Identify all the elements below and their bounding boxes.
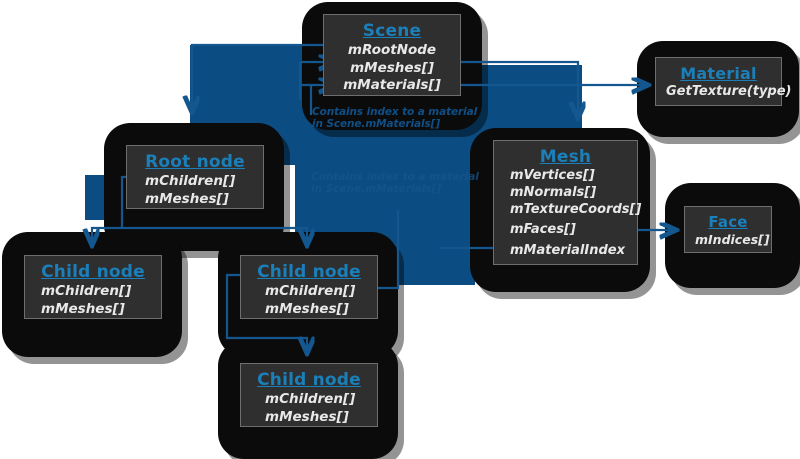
node-mesh-field-2: mTextureCoords[] <box>510 202 642 218</box>
node-child-middle-field-1: mMeshes[] <box>265 300 349 317</box>
node-material-title: Material <box>680 64 757 83</box>
node-root-node[interactable]: Root node mChildren[] mMeshes[] <box>126 145 264 209</box>
node-face-title: Face <box>708 213 748 231</box>
material-index-note: Contains index to a material in Scene.mM… <box>312 106 478 130</box>
node-mesh-title: Mesh <box>539 147 592 167</box>
wire-rootnode-children-bus-right <box>122 226 307 245</box>
node-child-left[interactable]: Child node mChildren[] mMeshes[] <box>24 255 162 319</box>
node-material[interactable]: Material GetTexture(type) <box>655 57 792 106</box>
node-root-node-field-0: mChildren[] <box>145 173 236 190</box>
node-scene-field-0: mRootNode <box>347 42 437 59</box>
node-material-field-0: GetTexture(type) <box>666 84 792 99</box>
node-mesh[interactable]: Mesh mVertices[] mNormals[] mTextureCoor… <box>493 140 642 265</box>
node-child-left-field-0: mChildren[] <box>41 283 132 300</box>
wire-scene-mmeshes-to-mesh <box>445 60 578 118</box>
node-mesh-field-4: mMaterialIndex <box>510 242 625 258</box>
node-child-middle-title: Child node <box>257 262 361 282</box>
node-scene-field-1: mMeshes[] <box>350 59 434 76</box>
node-child-middle[interactable]: Child node mChildren[] mMeshes[] <box>240 255 378 319</box>
node-face[interactable]: Face mIndices[] <box>684 206 772 253</box>
node-mesh-field-0: mVertices[] <box>510 168 595 184</box>
node-child-bottom-title: Child node <box>257 370 361 390</box>
material-index-note-ghost: Contains index to a material in Scene.mM… <box>311 171 479 195</box>
node-mesh-field-3: mFaces[] <box>510 221 576 237</box>
node-scene-field-2: mMaterials[] <box>343 77 441 94</box>
node-child-middle-field-0: mChildren[] <box>265 283 356 300</box>
node-child-bottom[interactable]: Child node mChildren[] mMeshes[] <box>240 363 378 427</box>
node-root-node-field-1: mMeshes[] <box>145 190 229 207</box>
node-scene-title: Scene <box>362 21 422 41</box>
node-face-field-0: mIndices[] <box>695 231 770 247</box>
node-child-bottom-field-0: mChildren[] <box>265 391 356 408</box>
background-blob-mesh-bridge <box>420 220 475 285</box>
background-blob-left-notch <box>85 175 105 220</box>
node-scene[interactable]: Scene mRootNode mMeshes[] mMaterials[] <box>323 14 461 96</box>
wire-scene-rootnode-to-rootnode <box>192 43 345 112</box>
node-child-bottom-field-1: mMeshes[] <box>265 408 349 425</box>
node-child-left-field-1: mMeshes[] <box>41 300 125 317</box>
node-mesh-field-1: mNormals[] <box>510 185 597 201</box>
node-child-left-title: Child node <box>41 262 145 282</box>
node-root-node-title: Root node <box>145 152 245 172</box>
wire-childmid-children-to-childbottom <box>225 273 307 353</box>
